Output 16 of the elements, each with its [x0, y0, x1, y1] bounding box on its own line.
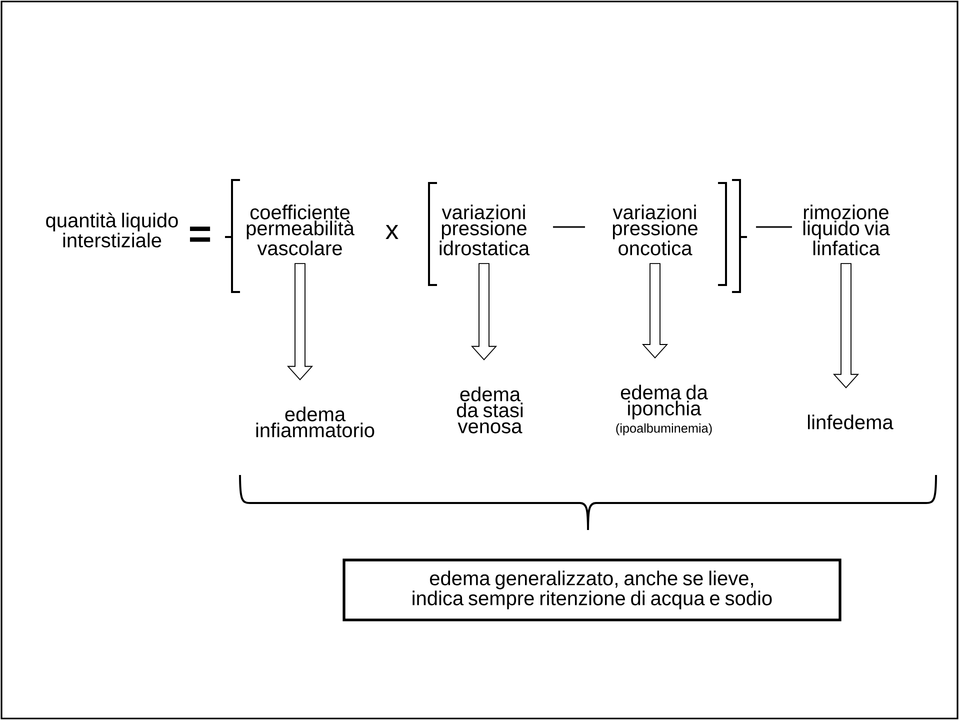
hollow-arrow — [832, 263, 860, 388]
hollow-arrow — [470, 263, 498, 360]
hollow-arrow — [642, 263, 668, 359]
equals-sign: = — [190, 226, 210, 242]
outcome-text: edema da iponchia (ipoalbuminemia) — [616, 384, 712, 436]
times-sign: x — [386, 224, 398, 240]
term-text: quantità liquido interstiziale — [46, 212, 178, 248]
outcome-text: edema infiammatorio — [256, 406, 374, 438]
term-text: coefficiente permeabilità vascolare — [246, 204, 354, 256]
conclusion-box: edema generalizzato, anche se lieve, indica sempre ritenzione di acqua e sodio — [342, 558, 842, 622]
outcome-text: linfedema — [808, 414, 894, 430]
outcome-text: edema da stasi venosa — [456, 386, 523, 434]
term-text: rimozione liquido via linfatica — [803, 204, 890, 256]
term-text: variazioni pressione oncotica — [612, 204, 698, 256]
term-text: variazioni pressione idrostatica — [440, 204, 530, 256]
hollow-arrow — [286, 263, 314, 380]
